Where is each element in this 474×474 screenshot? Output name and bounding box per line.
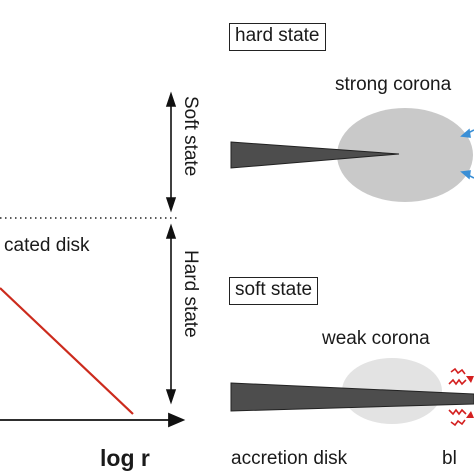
hard-state-accretion-disk (230, 141, 400, 169)
blue-photon-arrows (460, 128, 474, 180)
hard-state-arrow (165, 223, 177, 405)
soft-state-accretion-disk (230, 382, 474, 412)
clipped-caption: bl (442, 448, 457, 469)
soft-state-box: soft state (229, 277, 319, 305)
x-axis (0, 412, 186, 428)
x-axis-label: log r (100, 445, 150, 471)
strong-corona-ellipse (337, 108, 473, 202)
weak-corona-label: weak corona (322, 328, 430, 349)
red-photon-arrows (448, 367, 467, 427)
hard-state-vertical-label: Hard state (180, 250, 201, 338)
disk-label: cated disk (4, 235, 90, 256)
hard-state-box: hard state (229, 23, 326, 51)
red-photon-arrowheads (466, 376, 474, 418)
soft-state-vertical-label: Soft state (180, 96, 201, 177)
strong-corona-label: strong corona (335, 74, 452, 95)
accretion-disk-caption: accretion disk (231, 448, 348, 469)
disk-temperature-curve (0, 287, 134, 415)
soft-state-arrow (165, 91, 177, 213)
